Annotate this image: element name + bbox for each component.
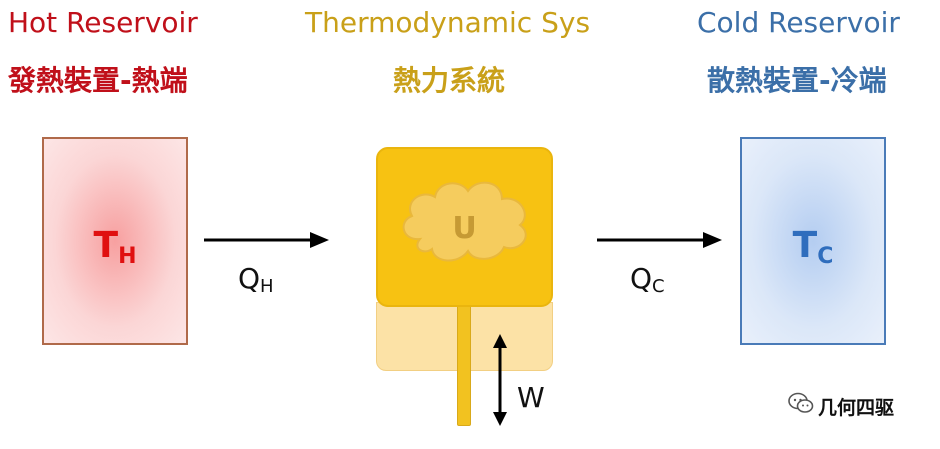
piston-rod xyxy=(457,303,471,426)
work-double-arrow xyxy=(493,334,507,426)
internal-energy-label: U xyxy=(452,211,477,246)
hot-reservoir-title-zh: 發熱裝置-熱端 xyxy=(8,64,188,97)
hot-reservoir-title: Hot Reservoir xyxy=(8,6,198,39)
heat-in-label: QH xyxy=(238,262,274,297)
cold-reservoir-box: TC xyxy=(740,137,886,345)
heat-out-label: QC xyxy=(630,262,665,297)
cold-reservoir-title: Cold Reservoir xyxy=(697,6,900,39)
work-label: W xyxy=(517,381,545,414)
cold-temperature-label: TC xyxy=(792,225,834,269)
heat-out-arrow xyxy=(597,232,722,248)
watermark-text: 几何四驱 xyxy=(818,397,895,419)
energy-cloud-icon xyxy=(402,181,527,262)
heat-in-arrow xyxy=(204,232,329,248)
hot-temperature-label: TH xyxy=(93,225,137,269)
cold-reservoir-title-zh: 散熱裝置-冷端 xyxy=(707,64,887,97)
wechat-icon xyxy=(788,392,814,413)
system-title: Thermodynamic Sys xyxy=(305,6,591,39)
system-box: U xyxy=(376,147,553,307)
hot-reservoir-box: TH xyxy=(42,137,188,345)
system-title-zh: 熱力系統 xyxy=(393,64,506,97)
